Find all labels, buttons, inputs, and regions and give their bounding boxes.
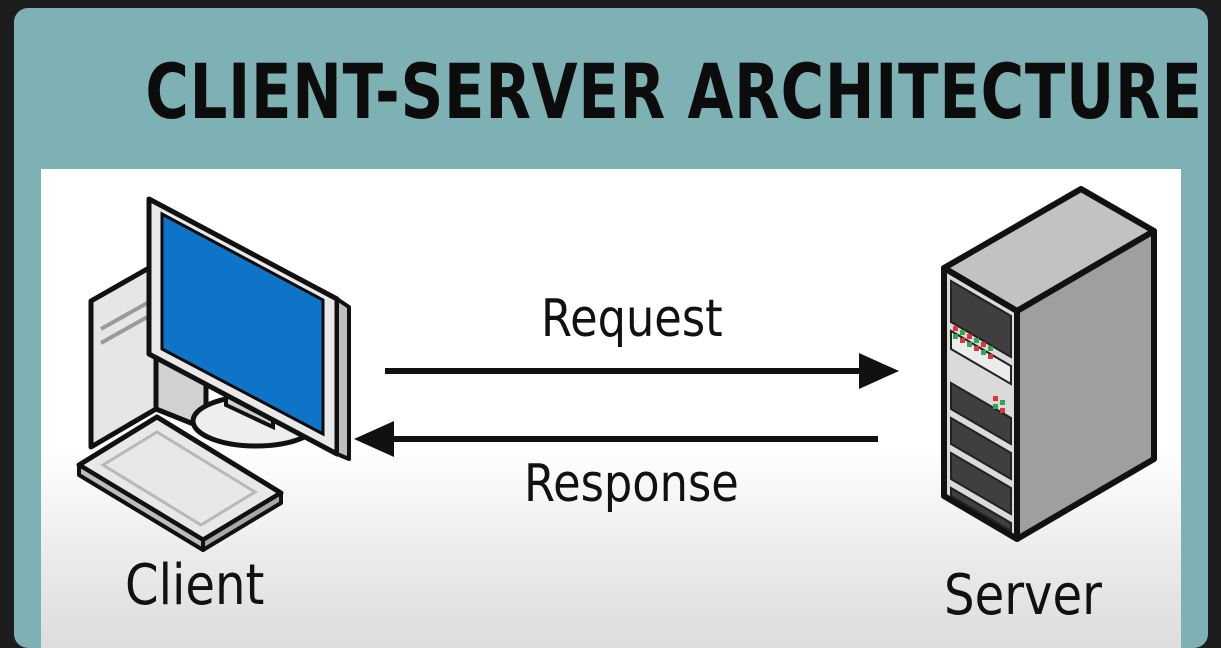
slide-frame: CLIENT-SERVER ARCHITECTURE <box>14 8 1208 648</box>
server-label: Server <box>944 563 1102 628</box>
client-label: Client <box>125 553 265 618</box>
slide-title: CLIENT-SERVER ARCHITECTURE <box>145 47 1203 136</box>
arrow-right-icon <box>385 353 899 389</box>
arrow-left-icon <box>354 421 878 457</box>
response-label: Response <box>524 454 739 514</box>
request-label: Request <box>541 289 723 349</box>
desktop-computer-icon <box>76 196 351 552</box>
diagram-panel: Request Response Client Server <box>41 169 1181 648</box>
status-leds <box>953 326 1005 413</box>
diagram-canvas <box>76 186 1157 552</box>
server-tower-icon <box>941 186 1157 542</box>
monitor-screen <box>160 211 325 437</box>
